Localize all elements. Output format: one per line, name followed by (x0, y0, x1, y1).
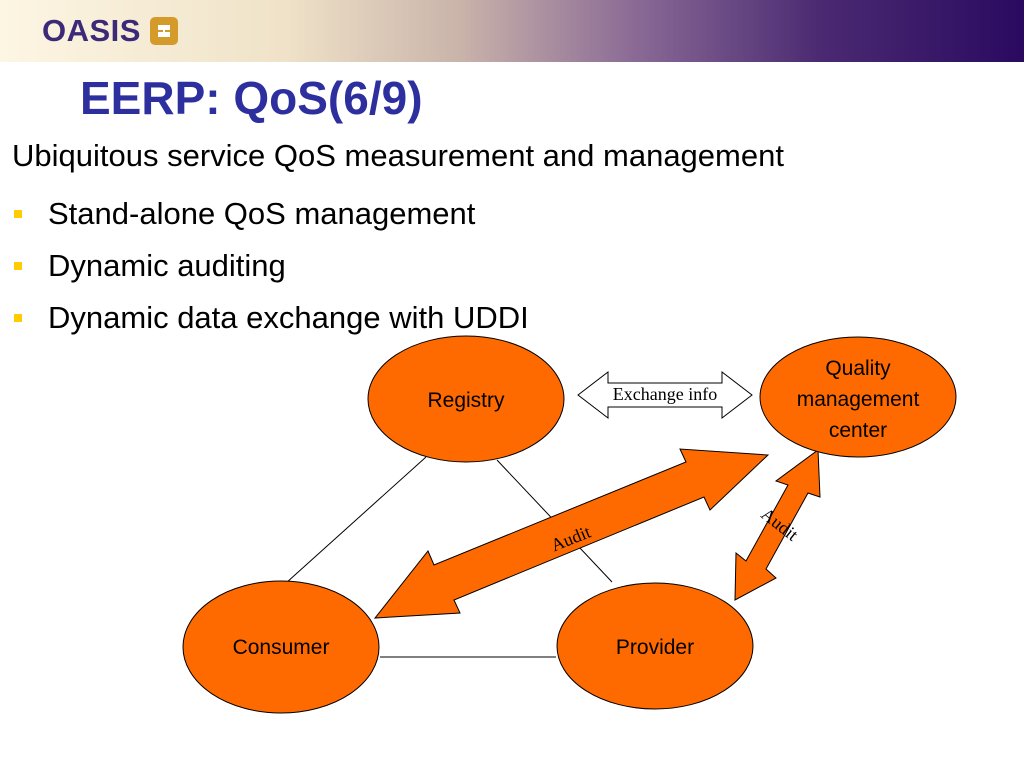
registry-consumer-line (285, 456, 427, 584)
quality-center-label-line1: Quality (825, 357, 891, 380)
bullet-square-icon (14, 314, 22, 322)
consumer-node (182, 580, 380, 714)
bullet-item: Dynamic auditing (12, 240, 529, 292)
bullet-item: Stand-alone QoS management (12, 188, 529, 240)
bullet-text: Stand-alone QoS management (48, 196, 476, 231)
consumer-label: Consumer (233, 636, 330, 659)
bullet-list: Stand-alone QoS management Dynamic audit… (12, 188, 529, 344)
bullet-text: Dynamic data exchange with UDDI (48, 300, 529, 335)
provider-label: Provider (616, 636, 694, 659)
logo-text: OASIS (42, 13, 141, 48)
audit-provider-arrow (734, 449, 821, 601)
bullet-square-icon (14, 262, 22, 270)
bullet-item: Dynamic data exchange with UDDI (12, 292, 529, 344)
lead-text: Ubiquitous service QoS measurement and m… (12, 138, 784, 173)
exchange-info-label: Exchange info (613, 384, 717, 404)
exchange-info-arrow (577, 370, 753, 420)
quality-center-node (759, 336, 957, 458)
audit-consumer-arrow (373, 448, 770, 619)
registry-label: Registry (427, 389, 505, 412)
oasis-logo-mark-icon (149, 17, 178, 45)
quality-center-label-line3: center (829, 419, 887, 442)
oasis-logo: OASIS (42, 14, 179, 48)
provider-node (556, 582, 754, 710)
quality-center-label-line2: management (797, 388, 920, 411)
bullet-square-icon (14, 210, 22, 218)
slide-title: EERP: QoS(6/9) (80, 72, 423, 124)
registry-node (367, 335, 565, 463)
bullet-text: Dynamic auditing (48, 248, 286, 283)
